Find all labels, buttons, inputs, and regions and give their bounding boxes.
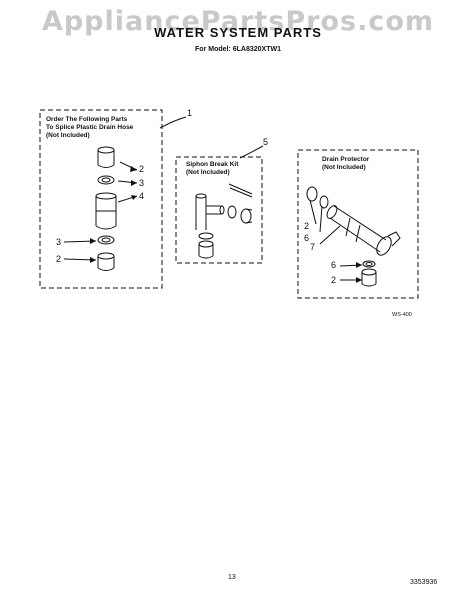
callout-5: 5 bbox=[263, 137, 269, 147]
splice-box-label: Order The Following Parts To Splice Plas… bbox=[46, 116, 134, 139]
drain-protector-box bbox=[297, 149, 419, 299]
splice-callout: 3 bbox=[56, 237, 62, 247]
document-number: 3353936 bbox=[410, 579, 438, 586]
page-title: WATER SYSTEM PARTS bbox=[154, 25, 322, 40]
model-subtitle: For Model: 6LA8320XTW1 bbox=[195, 46, 281, 53]
splice-callout: 2 bbox=[139, 164, 145, 174]
drain-callout: 6 bbox=[331, 260, 337, 270]
watermark: AppliancePartsPros.com bbox=[41, 6, 435, 37]
drain-callout: 6 bbox=[304, 233, 310, 243]
drain-box-label: Drain Protector (Not Included) bbox=[322, 156, 370, 171]
splice-parts-box bbox=[39, 109, 163, 289]
siphon-box-label: Siphon Break Kit (Not Included) bbox=[186, 161, 239, 176]
drain-callout: 2 bbox=[331, 275, 337, 285]
drain-protector-illustration bbox=[306, 186, 401, 287]
splice-parts-illustration bbox=[63, 146, 138, 271]
siphon-kit-illustration bbox=[195, 183, 253, 259]
page-number: 13 bbox=[228, 574, 236, 581]
drain-callout: 2 bbox=[304, 221, 310, 231]
callout-1: 1 bbox=[187, 108, 193, 118]
figure-code: WS-400 bbox=[392, 312, 412, 318]
siphon-kit-box bbox=[175, 156, 263, 264]
splice-callout: 3 bbox=[139, 178, 145, 188]
splice-callout: 4 bbox=[139, 191, 145, 201]
splice-callout: 2 bbox=[56, 254, 62, 264]
drain-callout: 7 bbox=[310, 242, 316, 252]
